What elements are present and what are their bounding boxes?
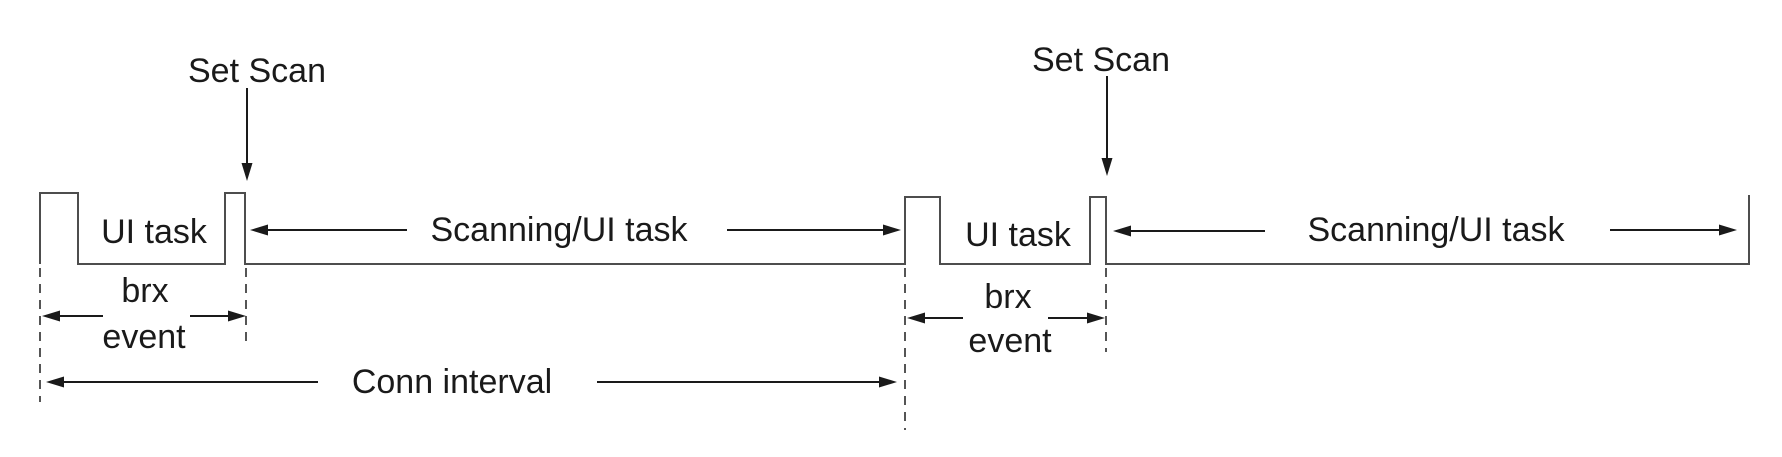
brx-event-annotation-2: brx event [907, 278, 1105, 360]
scanning2-arrowhead-right [1719, 224, 1737, 236]
event-label-2: event [968, 322, 1052, 360]
conn-interval-arrowhead-left [46, 376, 64, 388]
set-scan-arrowhead-down-2 [1101, 158, 1113, 176]
set-scan-label-2: Set Scan [1032, 41, 1170, 79]
brx2-arrowhead-right [1087, 312, 1105, 324]
ui-task-label-2: UI task [965, 216, 1072, 254]
event-label-1: event [102, 318, 186, 356]
conn-interval-annotation: Conn interval [46, 363, 897, 401]
scanning-ui-task-annotation-2: Scanning/UI task [1113, 211, 1737, 249]
set-scan-label-1: Set Scan [188, 52, 326, 90]
scanning2-arrowhead-left [1113, 225, 1131, 237]
signal-waveform-group [39, 192, 1750, 265]
set-scan-arrowhead-down-1 [241, 163, 253, 181]
scanning-ui-task-label-2: Scanning/UI task [1307, 211, 1565, 249]
brx1-arrowhead-left [42, 310, 60, 322]
conn-interval-label: Conn interval [352, 363, 552, 401]
brx1-arrowhead-right [228, 310, 246, 322]
scanning1-arrowhead-right [883, 224, 901, 236]
brx-label-1: brx [121, 272, 168, 310]
scanning1-arrowhead-left [250, 224, 268, 236]
scanning-ui-task-annotation-1: Scanning/UI task [250, 211, 901, 249]
signal-waveform [39, 192, 1750, 265]
scanning-ui-task-label-1: Scanning/UI task [430, 211, 688, 249]
ui-task-label-1: UI task [101, 213, 208, 251]
brx-event-annotation-1: brx event [42, 272, 246, 356]
dashed-reference-lines [39, 268, 1107, 430]
set-scan-annotation-1: Set Scan [188, 52, 326, 181]
brx-label-2: brx [984, 278, 1031, 316]
conn-interval-arrowhead-right [879, 376, 897, 388]
set-scan-annotation-2: Set Scan [1032, 41, 1170, 176]
brx2-arrowhead-left [907, 312, 925, 324]
